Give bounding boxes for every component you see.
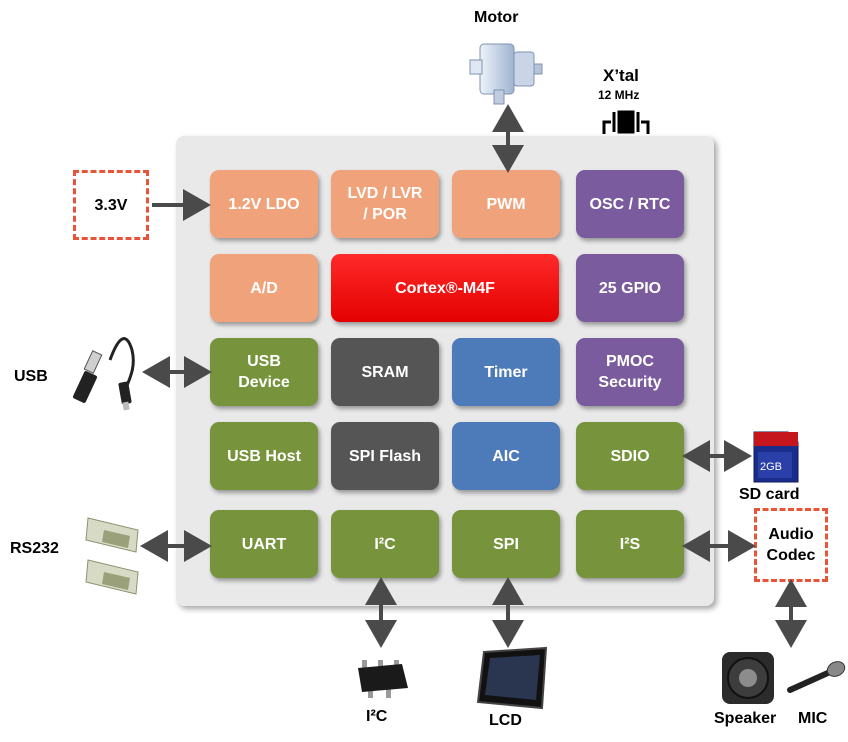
crystal-icon	[602, 110, 650, 134]
i2c-chip-icon	[358, 660, 408, 698]
rs232-connector-icon	[85, 517, 139, 595]
pmoc-security-block[interactable]: PMOC Security	[576, 338, 684, 406]
gpio-block[interactable]: 25 GPIO	[576, 254, 684, 322]
usb-cable-icon	[72, 337, 135, 411]
sd-card-label: SD card	[739, 486, 800, 503]
xtal-label: X’tal	[603, 66, 639, 85]
xtal-frequency: 12 MHz	[598, 88, 640, 102]
timer-block[interactable]: Timer	[452, 338, 560, 406]
ldo-block[interactable]: 1.2V LDO	[210, 170, 318, 238]
osc-rtc-block[interactable]: OSC / RTC	[576, 170, 684, 238]
ad-block[interactable]: A/D	[210, 254, 318, 322]
lcd-monitor-icon	[476, 646, 548, 710]
power-source-box: 3.3V	[73, 170, 149, 240]
aic-block[interactable]: AIC	[452, 422, 560, 490]
sd-capacity-label: 2GB	[760, 461, 782, 473]
lvd-lvr-por-block[interactable]: LVD / LVR / POR	[331, 170, 439, 238]
sd-card-icon: 2GB	[753, 431, 799, 483]
spi-block[interactable]: SPI	[452, 510, 560, 578]
sdio-block[interactable]: SDIO	[576, 422, 684, 490]
mic-label: MIC	[798, 710, 828, 727]
speaker-label: Speaker	[714, 710, 777, 727]
lcd-label: LCD	[489, 712, 522, 729]
pwm-block[interactable]: PWM	[452, 170, 560, 238]
usb-label: USB	[14, 368, 48, 385]
spi-flash-block[interactable]: SPI Flash	[331, 422, 439, 490]
motor-label: Motor	[474, 9, 519, 26]
usb-device-block[interactable]: USB Device	[210, 338, 318, 406]
i2c-device-label: I²C	[366, 708, 388, 725]
usb-host-block[interactable]: USB Host	[210, 422, 318, 490]
motor-icon	[469, 43, 543, 105]
uart-block[interactable]: UART	[210, 510, 318, 578]
sram-block[interactable]: SRAM	[331, 338, 439, 406]
i2s-block[interactable]: I²S	[576, 510, 684, 578]
speaker-icon	[722, 652, 774, 704]
microphone-icon	[787, 661, 846, 693]
rs232-label: RS232	[10, 540, 59, 557]
cortex-m4f-block[interactable]: Cortex®-M4F	[331, 254, 559, 322]
i2c-block[interactable]: I²C	[331, 510, 439, 578]
